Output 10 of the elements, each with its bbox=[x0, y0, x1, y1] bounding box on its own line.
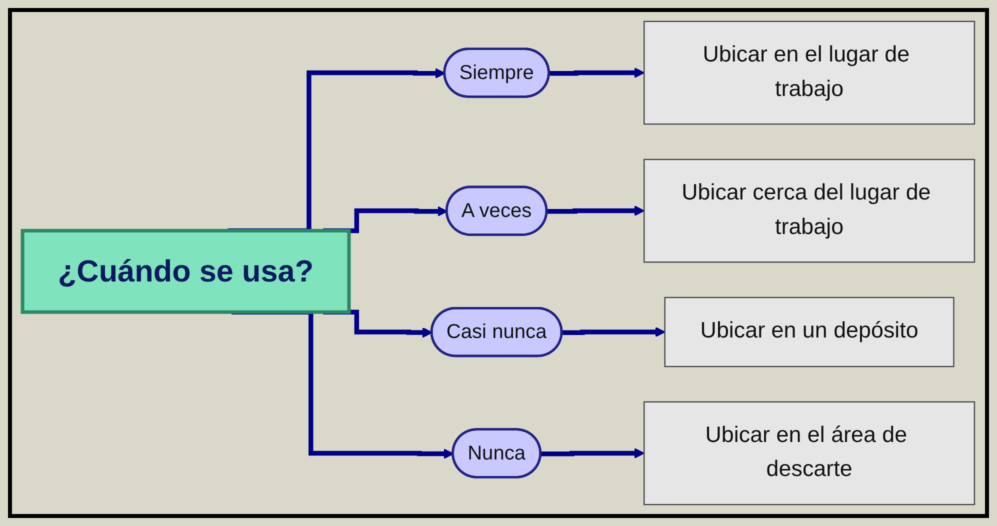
node-box: Ubicar en un depósito bbox=[664, 296, 954, 368]
node-box: Ubicar en el lugar de trabajo bbox=[644, 20, 976, 125]
arrow bbox=[549, 68, 645, 78]
arrow bbox=[540, 448, 645, 458]
node-box: Ubicar cerca del lugar de trabajo bbox=[644, 158, 976, 263]
arrow bbox=[547, 206, 645, 216]
arrow bbox=[323, 206, 448, 234]
arrow bbox=[562, 326, 666, 338]
node-box: ¿Cuándo se usa? bbox=[20, 228, 351, 314]
node-box: Ubicar en el área de descarte bbox=[644, 401, 976, 506]
